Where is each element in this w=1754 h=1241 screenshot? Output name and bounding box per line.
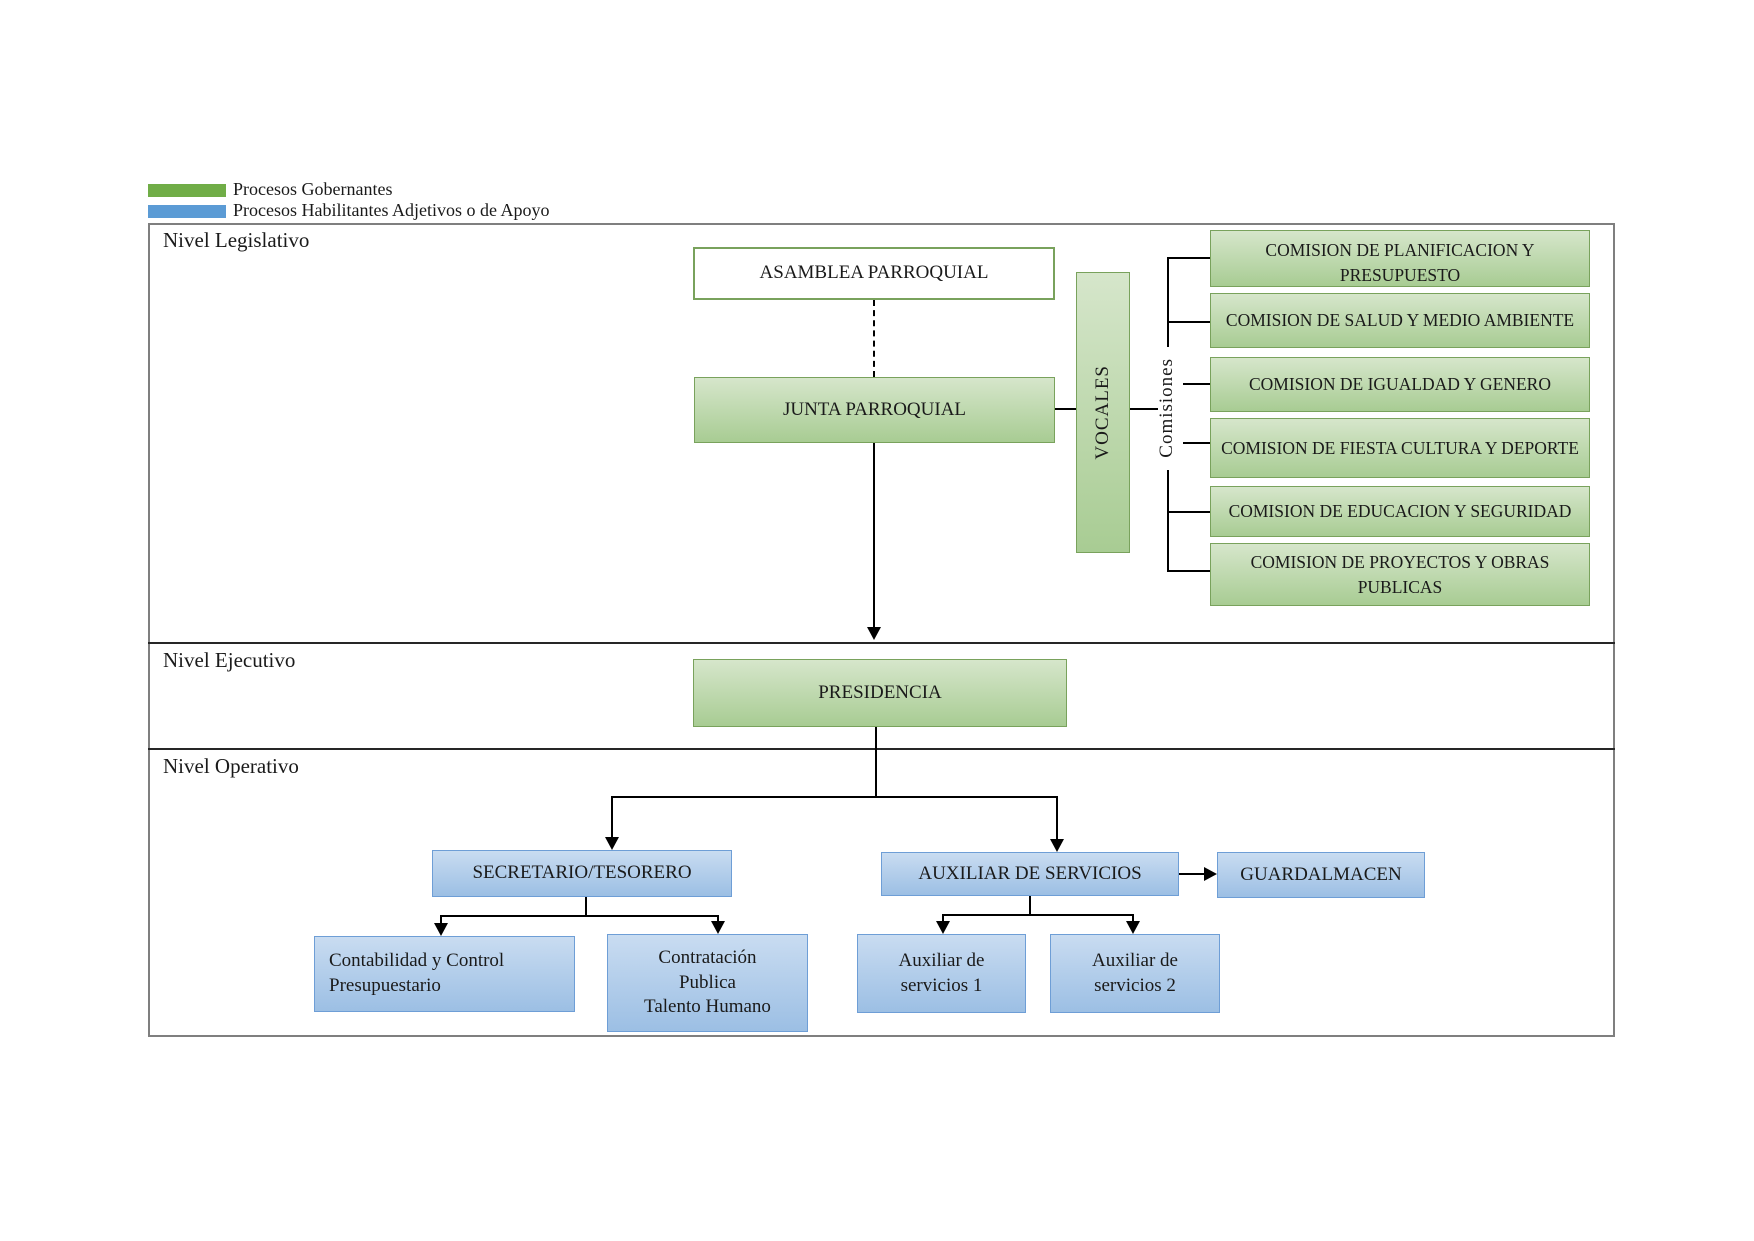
- arrowhead-down-icon: [605, 837, 619, 850]
- arrowhead-down-icon: [711, 921, 725, 934]
- connector-auxiliar-stem: [1029, 896, 1031, 916]
- connector-junta-vocales: [1055, 408, 1076, 410]
- connector-operativo-branch: [611, 796, 1058, 798]
- node-junta-parroquial: JUNTA PARROQUIAL: [694, 377, 1055, 443]
- node-comision-proyectos-obras-publicas: COMISION DE PROYECTOS Y OBRAS PUBLICAS: [1210, 543, 1590, 606]
- comisiones-stem-lower: [1167, 470, 1169, 572]
- arrowhead-down-icon: [936, 921, 950, 934]
- branch-commission-1: [1167, 257, 1210, 259]
- legend-swatch-governing: [148, 184, 226, 197]
- node-auxiliar-servicios-1: Auxiliar de servicios 1: [857, 934, 1026, 1013]
- level-label-legislativo: Nivel Legislativo: [163, 228, 310, 252]
- level-label-ejecutivo: Nivel Ejecutivo: [163, 648, 296, 672]
- connector-drop-contabilidad: [440, 915, 442, 925]
- connector-drop-auxiliar: [1056, 796, 1058, 840]
- connector-drop-contratacion: [717, 915, 719, 923]
- diagram-frame: [148, 223, 1615, 1037]
- level-divider: [148, 642, 1615, 644]
- node-comision-salud-medio-ambiente: COMISION DE SALUD Y MEDIO AMBIENTE: [1210, 293, 1590, 348]
- node-secretario-tesorero: SECRETARIO/TESORERO: [432, 850, 732, 897]
- comisiones-text: Comisiones: [1156, 358, 1177, 458]
- legend-label-governing: Procesos Gobernantes: [233, 179, 393, 199]
- arrowhead-down-icon: [1050, 839, 1064, 852]
- node-asamblea-parroquial: ASAMBLEA PARROQUIAL: [693, 247, 1055, 300]
- node-auxiliar-de-servicios: AUXILIAR DE SERVICIOS: [881, 852, 1179, 896]
- comisiones-stem-upper: [1167, 257, 1169, 347]
- node-comision-educacion-seguridad: COMISION DE EDUCACION Y SEGURIDAD: [1210, 486, 1590, 537]
- node-auxiliar-servicios-2: Auxiliar de servicios 2: [1050, 934, 1220, 1013]
- level-divider: [148, 748, 1615, 750]
- branch-commission-2: [1167, 321, 1210, 323]
- branch-commission-6: [1167, 570, 1210, 572]
- connector-drop-aux1: [942, 914, 944, 923]
- connector-drop-secretario: [611, 796, 613, 838]
- node-presidencia: PRESIDENCIA: [693, 659, 1067, 727]
- branch-commission-5: [1167, 511, 1210, 513]
- connector-drop-aux2: [1132, 914, 1134, 923]
- arrowhead-down-icon: [1126, 921, 1140, 934]
- node-contratacion-publica-talento-humano: Contratación Publica Talento Humano: [607, 934, 808, 1032]
- arrowhead-down-icon: [434, 923, 448, 936]
- connector-secretario-branch: [440, 915, 719, 917]
- vocales-label: VOCALES: [1091, 365, 1113, 460]
- node-comision-igualdad-genero: COMISION DE IGUALDAD Y GENERO: [1210, 357, 1590, 412]
- connector-presidencia-stem: [875, 727, 877, 798]
- branch-commission-3: [1183, 383, 1210, 385]
- comisiones-group-label: Comisiones: [1148, 342, 1186, 474]
- connector-vocales-comisiones: [1130, 408, 1158, 410]
- branch-commission-4: [1183, 442, 1210, 444]
- node-guardalmacen: GUARDALMACEN: [1217, 852, 1425, 898]
- connector-secretario-stem: [585, 897, 587, 917]
- connector-asamblea-junta-dashed: [873, 300, 875, 377]
- node-contabilidad-control-presupuestario: Contabilidad y Control Presupuestario: [314, 936, 575, 1012]
- connector-auxiliar-branch: [942, 914, 1134, 916]
- arrowhead-right-icon: [1204, 867, 1217, 881]
- arrowhead-down-icon: [867, 627, 881, 640]
- level-label-operativo: Nivel Operativo: [163, 754, 299, 778]
- connector-junta-presidencia: [873, 443, 875, 628]
- legend-label-support: Procesos Habilitantes Adjetivos o de Apo…: [233, 200, 550, 220]
- node-comision-fiesta-cultura-deporte: COMISION DE FIESTA CULTURA Y DEPORTE: [1210, 418, 1590, 478]
- connector-auxiliar-guardalmacen: [1179, 873, 1206, 875]
- legend-swatch-support: [148, 205, 226, 218]
- node-comision-planificacion-presupuesto: COMISION DE PLANIFICACION Y PRESUPUESTO: [1210, 230, 1590, 287]
- node-vocales: VOCALES: [1076, 272, 1130, 553]
